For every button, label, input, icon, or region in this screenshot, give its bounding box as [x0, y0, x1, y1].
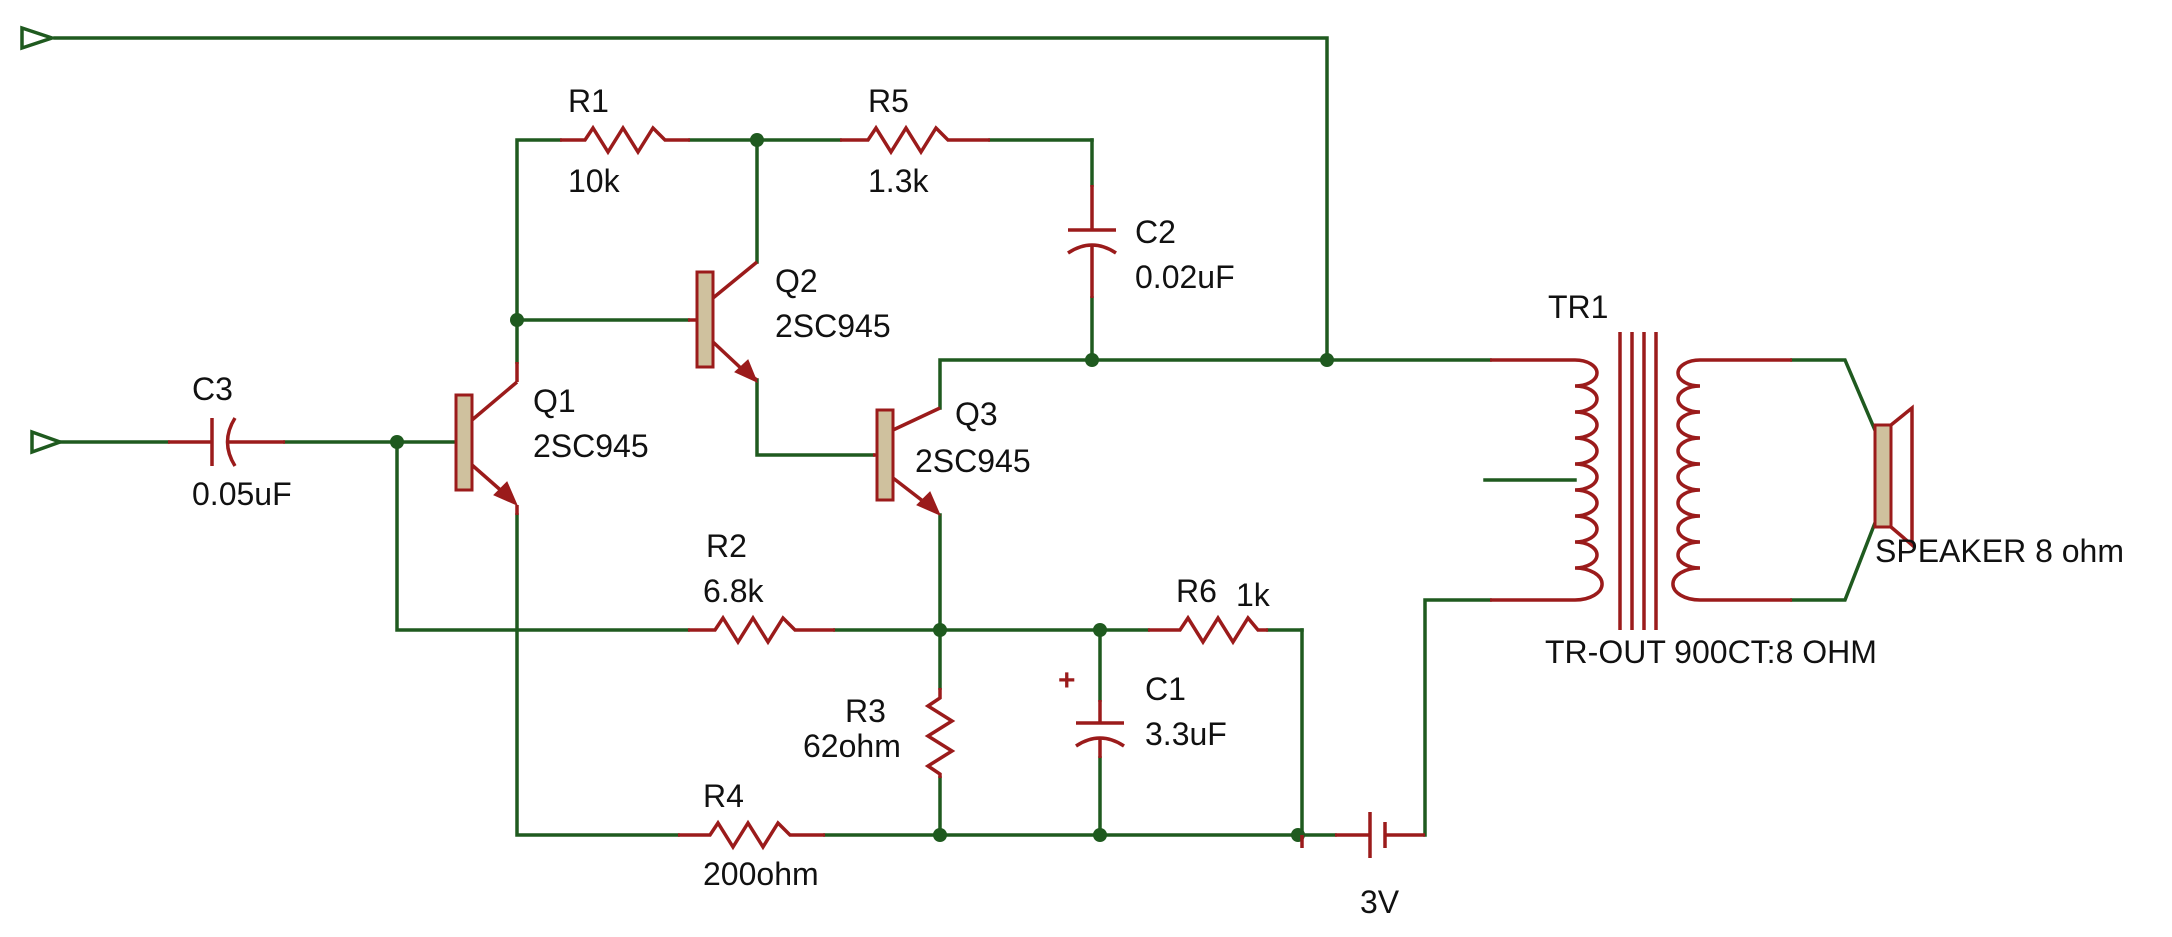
r6-ref: R6: [1176, 573, 1217, 609]
capacitor-c1-polarized: [1075, 700, 1125, 758]
resistor-r2: [688, 614, 835, 646]
r5-ref: R5: [868, 83, 909, 119]
c3-value: 0.05uF: [192, 476, 292, 512]
top-input-terminal: [20, 25, 58, 51]
c3-ref: C3: [192, 371, 233, 407]
q2-value: 2SC945: [775, 308, 891, 344]
resistor-r4: [678, 819, 825, 851]
wires: [53, 36, 1883, 837]
speaker-label: SPEAKER 8 ohm: [1875, 533, 2124, 569]
transistor-q1: [454, 362, 519, 515]
c2-value: 0.02uF: [1135, 259, 1235, 295]
resistor-r1: [560, 124, 690, 156]
transformer-tr1: [1490, 332, 1792, 630]
r4-value: 200ohm: [703, 856, 819, 892]
junctions: [390, 133, 1334, 842]
c2-ref: C2: [1135, 214, 1176, 250]
c1-value: 3.3uF: [1145, 716, 1227, 752]
r5-value: 1.3k: [868, 163, 929, 199]
signal-input-terminal: [30, 429, 66, 455]
tr1-ref: TR1: [1548, 289, 1608, 325]
resistor-r6: [1148, 614, 1268, 646]
r3-ref: R3: [845, 693, 886, 729]
r6-value: 1k: [1236, 577, 1271, 613]
c1-polarity: +: [1058, 664, 1076, 697]
r3-value: 62ohm: [803, 728, 901, 764]
r1-value: 10k: [568, 163, 621, 199]
q3-value: 2SC945: [915, 443, 1031, 479]
q1-ref: Q1: [533, 383, 576, 419]
resistor-r3: [924, 688, 956, 778]
battery-value: 3V: [1360, 884, 1400, 920]
speaker: [1873, 404, 1914, 549]
r2-value: 6.8k: [703, 573, 764, 609]
transistor-q3: [873, 406, 941, 516]
r1-ref: R1: [568, 83, 609, 119]
battery-3v: [1300, 812, 1425, 858]
q3-ref: Q3: [955, 396, 998, 432]
capacitor-c2: [1067, 185, 1117, 298]
q1-value: 2SC945: [533, 428, 649, 464]
r2-ref: R2: [706, 528, 747, 564]
r4-ref: R4: [703, 778, 744, 814]
c1-ref: C1: [1145, 671, 1186, 707]
q2-ref: Q2: [775, 263, 818, 299]
tr1-value: TR-OUT 900CT:8 OHM: [1545, 634, 1877, 670]
resistor-r5: [840, 124, 990, 156]
transistor-q2: [688, 260, 759, 383]
capacitor-c3: [168, 417, 285, 467]
